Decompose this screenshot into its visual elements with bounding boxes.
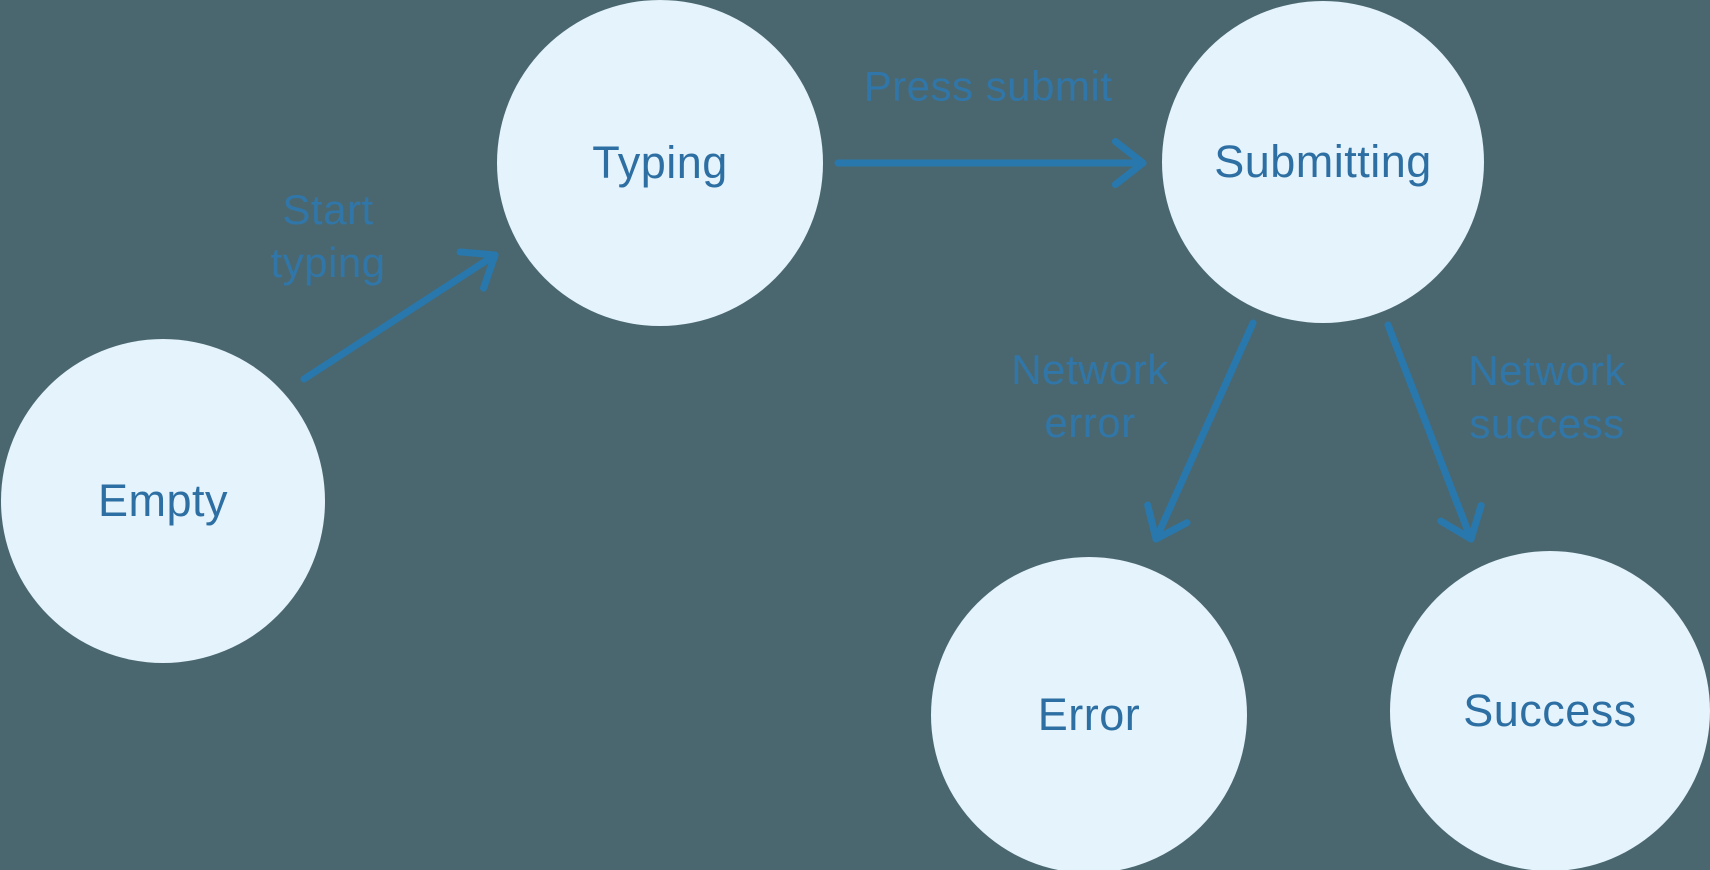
state-node-empty: Empty xyxy=(1,339,325,663)
arrowhead-icon xyxy=(1437,501,1485,543)
arrowhead-icon xyxy=(456,248,499,292)
state-node-label: Success xyxy=(1463,685,1637,736)
edge-label-line: Network xyxy=(1011,346,1169,393)
edge-label-network-error: Network error xyxy=(1011,343,1169,449)
edge-label-line: Press submit xyxy=(863,62,1113,110)
edge-line xyxy=(1152,319,1257,543)
edge-label-line: Network xyxy=(1468,347,1626,394)
edge-label-line: error xyxy=(1044,399,1136,446)
edge-label-line: typing xyxy=(270,239,386,286)
arrowhead-icon xyxy=(1144,501,1191,543)
state-node-label: Submitting xyxy=(1214,136,1432,187)
edge-label-line: success xyxy=(1469,400,1625,447)
edge-line xyxy=(1384,321,1475,543)
state-node-label: Typing xyxy=(592,137,728,188)
edge-label-network-success: Network success xyxy=(1468,344,1626,450)
edge-label-start-typing: Start typing xyxy=(270,183,385,289)
arrowhead-icon xyxy=(1111,137,1147,189)
state-node-typing: Typing xyxy=(497,0,823,326)
edge-label-press-submit: Press submit xyxy=(864,60,1113,113)
edge-label-line: Start xyxy=(282,186,374,233)
state-node-success: Success xyxy=(1390,551,1710,870)
edge-network-success xyxy=(1384,321,1485,543)
edge-press-submit xyxy=(834,137,1147,189)
state-node-label: Empty xyxy=(97,475,229,526)
state-node-error: Error xyxy=(931,557,1247,870)
state-node-label: Error xyxy=(1037,689,1141,740)
state-node-submitting: Submitting xyxy=(1162,1,1484,323)
